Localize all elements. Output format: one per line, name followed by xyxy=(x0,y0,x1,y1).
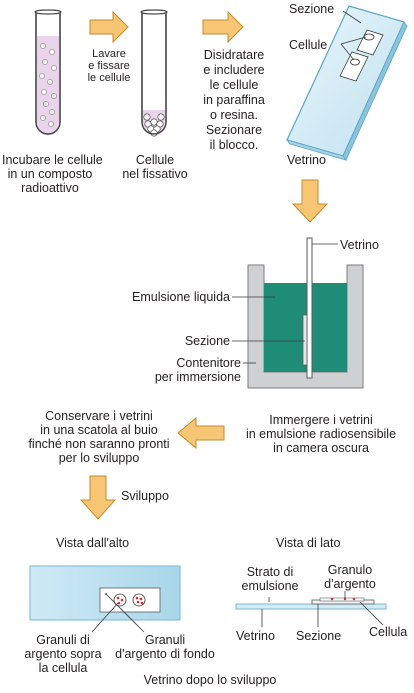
label-line: la cellula xyxy=(38,661,88,675)
label-wash-fix: Lavare e fissare le cellule xyxy=(84,48,134,84)
label-line: Contenitore xyxy=(176,356,241,370)
label-line: in emulsione radiosensibile xyxy=(245,427,397,441)
label-line: d'argento xyxy=(324,577,376,591)
label-grains-over-cell: Granuli di argento sopra la cellula xyxy=(20,633,106,675)
label-liquid-emulsion: Emulsione liquida xyxy=(132,290,230,304)
label-line: in paraffina xyxy=(203,93,265,107)
arrow-wash-fix xyxy=(89,10,129,44)
label-line: in una scatola al buio xyxy=(40,423,158,437)
label-background-grains: Granuli d'argento di fondo xyxy=(112,633,218,661)
label-line: Lavare xyxy=(92,48,126,60)
label-line: Conservare i vetrini xyxy=(45,409,153,423)
label-store: Conservare i vetrini in una scatola al b… xyxy=(24,409,174,465)
label-line: e fissare xyxy=(88,60,130,72)
label-line: Granuli xyxy=(144,633,186,647)
label-line: le cellule xyxy=(87,72,131,84)
label-cells: Cellule xyxy=(289,38,328,52)
test-tube-fixative xyxy=(140,9,168,137)
caption-after-development: Vetrino dopo lo sviluppo xyxy=(143,673,277,687)
label-line: nel fissativo xyxy=(122,167,188,181)
label-line: o resina. xyxy=(210,108,258,122)
label-cell-side: Cellula xyxy=(369,625,408,639)
label-line: radioattivo xyxy=(21,181,79,195)
label-line: emulsione xyxy=(241,579,299,593)
label-line: per lo sviluppo xyxy=(58,451,140,465)
label-slide-top: Vetrino xyxy=(287,153,326,167)
label-line: Strato di xyxy=(246,565,294,579)
side-view-slide xyxy=(235,591,387,627)
slide-with-sections xyxy=(285,5,408,161)
label-line: Immergere i vetrini xyxy=(269,413,373,427)
label-container: Contenitore per immersione xyxy=(100,356,241,384)
label-section-top: Sezione xyxy=(289,2,335,16)
label-line: argento sopra xyxy=(24,647,102,661)
label-line: finché non saranno pronti xyxy=(28,437,170,451)
label-line: Cellule xyxy=(135,153,175,167)
label-slide-side: Vetrino xyxy=(236,629,275,643)
label-line: Granulo xyxy=(327,563,373,577)
label-line: in camera oscura xyxy=(273,441,369,455)
label-dehydrate: Disidratare e includere le cellule in pa… xyxy=(196,48,272,153)
label-slide-container: Vetrino xyxy=(340,238,379,252)
label-cells-fixative: Cellule nel fissativo xyxy=(115,153,195,181)
label-line: in un composto xyxy=(7,167,93,181)
label-line: Sezionare xyxy=(205,123,263,137)
label-side-view: Vista di lato xyxy=(276,536,341,550)
arrow-down-develop xyxy=(79,475,117,520)
arrow-down-immerse xyxy=(291,179,329,223)
label-incubate: Incubare le cellule in un composto radio… xyxy=(2,153,103,195)
label-develop: Sviluppo xyxy=(121,489,169,503)
label-line: Disidratare xyxy=(203,48,265,62)
label-line: per immersione xyxy=(154,370,241,384)
label-emulsion-layer: Strato di emulsione xyxy=(236,565,304,593)
label-line: il blocco. xyxy=(209,138,259,152)
label-line: Incubare le cellule xyxy=(2,153,103,167)
test-tube-radioactive xyxy=(34,9,62,135)
label-immerse: Immergere i vetrini in emulsione radiose… xyxy=(228,413,414,455)
label-section-side: Sezione xyxy=(296,629,342,643)
label-line: le cellule xyxy=(209,78,259,92)
label-silver-grain: Granulo d'argento xyxy=(320,563,380,591)
label-line: Granuli di xyxy=(36,633,90,647)
arrow-embed xyxy=(202,10,244,44)
immersion-container xyxy=(232,237,364,389)
label-line: d'argento di fondo xyxy=(115,647,215,661)
top-view-slide xyxy=(29,565,181,633)
label-line: e includere xyxy=(203,63,265,77)
arrow-left-store xyxy=(177,416,225,450)
label-section-container: Sezione xyxy=(184,334,230,348)
label-top-view: Vista dall'alto xyxy=(56,536,130,550)
